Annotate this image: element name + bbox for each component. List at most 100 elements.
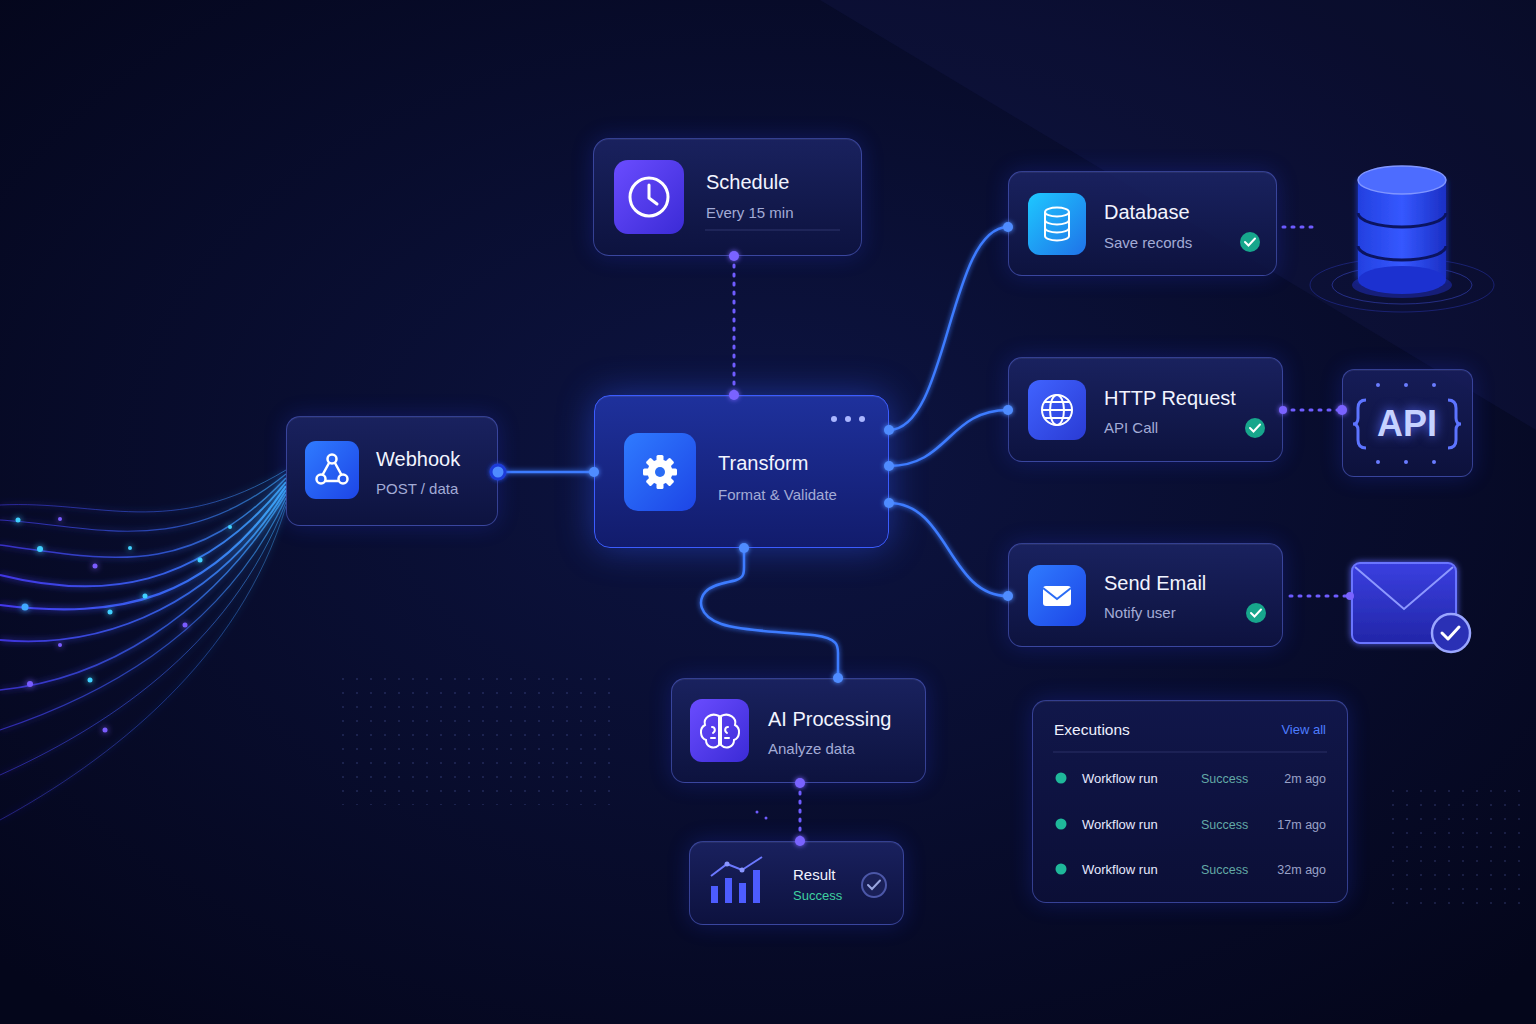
icon-tile bbox=[305, 441, 359, 499]
stream-line bbox=[0, 482, 286, 586]
dotted-connector bbox=[733, 256, 736, 395]
connector-dot bbox=[729, 390, 739, 400]
table-cell: Success bbox=[1201, 862, 1248, 878]
status-dot bbox=[1056, 773, 1067, 784]
cylinder-top bbox=[1358, 166, 1446, 194]
stream-line bbox=[0, 494, 286, 690]
table-cell: Workflow run bbox=[1082, 862, 1158, 878]
stream-line bbox=[0, 502, 286, 775]
mail-flap bbox=[1043, 588, 1071, 599]
mail-icon bbox=[1043, 586, 1071, 606]
deco-dot bbox=[1432, 460, 1436, 464]
node-subtitle: Notify user bbox=[1104, 604, 1176, 622]
node-subtitle: Format & Validate bbox=[718, 486, 837, 504]
globe-icon bbox=[1042, 395, 1072, 425]
stream-line bbox=[0, 506, 286, 820]
process-box: TransformFormat & Validate bbox=[594, 395, 889, 548]
connector-dot bbox=[1003, 405, 1013, 415]
connector-dot bbox=[589, 467, 599, 477]
deco-dot bbox=[1376, 383, 1380, 387]
icon-stroke bbox=[711, 727, 729, 738]
deco-dot bbox=[1432, 383, 1436, 387]
connector-dot bbox=[884, 498, 894, 508]
db-icon bbox=[1045, 208, 1069, 217]
icon-stroke bbox=[323, 463, 341, 481]
bar bbox=[753, 870, 760, 903]
table-cell: Success bbox=[1201, 771, 1248, 787]
table-cell: Workflow run bbox=[1082, 771, 1158, 787]
view-all-link: View all bbox=[1281, 722, 1326, 738]
dotted-connector bbox=[1283, 409, 1342, 412]
table-cell: 17m ago bbox=[1277, 817, 1326, 833]
check-badge bbox=[1240, 232, 1260, 252]
action-node: HTTP RequestAPI Call bbox=[1008, 357, 1283, 462]
connectors bbox=[498, 227, 1342, 841]
status-dot bbox=[1056, 819, 1067, 830]
leader-line bbox=[1290, 595, 1346, 598]
executions-panel: ExecutionsView allWorkflow runSuccess2m … bbox=[1032, 700, 1348, 903]
status-text: Success bbox=[793, 888, 842, 904]
stream-line bbox=[0, 490, 286, 641]
node-title: Database bbox=[1104, 201, 1190, 223]
result-box: ResultSuccess bbox=[689, 841, 904, 925]
trend-line bbox=[711, 857, 762, 876]
flow-connector bbox=[701, 548, 838, 678]
api-badge: API bbox=[1342, 369, 1473, 477]
icon-stroke bbox=[1042, 402, 1072, 418]
gear-tooth bbox=[646, 458, 675, 487]
spark bbox=[103, 728, 108, 733]
menu-dot bbox=[845, 416, 851, 422]
node-title: Schedule bbox=[706, 171, 789, 193]
connector-dot bbox=[1003, 591, 1013, 601]
api-label: API bbox=[1343, 403, 1471, 445]
spark bbox=[198, 558, 203, 563]
spark bbox=[58, 643, 62, 647]
spark bbox=[765, 817, 768, 820]
spark bbox=[27, 681, 33, 687]
icon-stroke bbox=[339, 475, 348, 484]
icon-stroke bbox=[721, 715, 739, 748]
cylinder-ring bbox=[1358, 246, 1446, 260]
check-mark bbox=[1245, 239, 1255, 246]
glow-ring bbox=[1310, 258, 1494, 312]
connector-dot bbox=[884, 461, 894, 471]
spark bbox=[22, 604, 29, 611]
node-title: AI Processing bbox=[768, 708, 891, 730]
status-dot bbox=[1056, 864, 1067, 875]
connector-dot bbox=[795, 836, 805, 846]
icon-stroke bbox=[328, 455, 337, 464]
icon-stroke bbox=[1042, 395, 1072, 425]
trigger-node: WebhookPOST / data bbox=[286, 416, 498, 526]
node-subtitle: POST / data bbox=[376, 480, 458, 498]
check-badge bbox=[1245, 418, 1265, 438]
spark bbox=[128, 546, 132, 550]
icon-tile bbox=[624, 433, 696, 511]
dotted-connector bbox=[799, 783, 802, 841]
spark bbox=[16, 518, 21, 523]
node-title: Webhook bbox=[376, 448, 460, 470]
brain-icon bbox=[701, 715, 739, 748]
deco-dot bbox=[1404, 460, 1408, 464]
node-title: Send Email bbox=[1104, 572, 1206, 594]
connector-dot bbox=[1279, 406, 1287, 414]
node-title: HTTP Request bbox=[1104, 387, 1236, 409]
webhook-icon bbox=[317, 455, 348, 484]
connector-ends bbox=[491, 222, 1347, 846]
stream-line bbox=[0, 474, 286, 531]
connector-dot bbox=[1337, 405, 1347, 415]
flow-connector bbox=[889, 503, 1008, 596]
flow-connector bbox=[889, 227, 1008, 430]
spark bbox=[93, 564, 98, 569]
node-title: Result bbox=[793, 866, 836, 884]
gear-tooth bbox=[657, 455, 664, 489]
deco-dot bbox=[1404, 383, 1408, 387]
panel-title: Executions bbox=[1054, 721, 1130, 739]
gear-tooth bbox=[646, 458, 675, 487]
check-mark bbox=[1442, 627, 1459, 639]
glow-ring bbox=[1332, 266, 1472, 304]
icon-stroke bbox=[1050, 395, 1064, 425]
process-box: AI ProcessingAnalyze data bbox=[671, 678, 926, 783]
trend-dot bbox=[725, 862, 730, 867]
